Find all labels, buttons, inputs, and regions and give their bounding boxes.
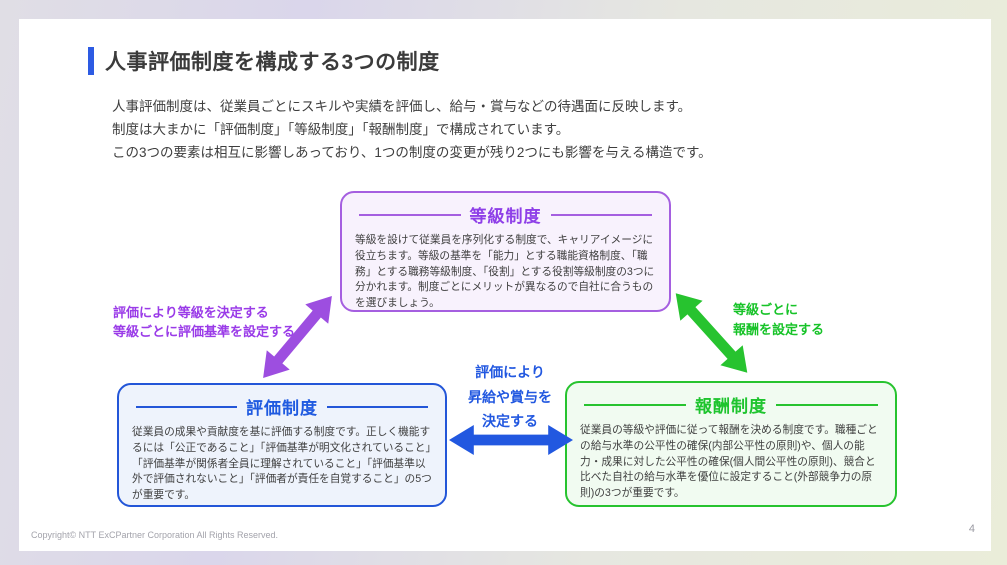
slide-canvas: 人事評価制度を構成する3つの制度 人事評価制度は、従業員ごとにスキルや実績を評価… xyxy=(19,19,991,551)
intro-line: 制度は大まかに「評価制度」「等級制度」「報酬制度」で構成されています。 xyxy=(112,122,570,137)
compensation-box-title: 報酬制度 xyxy=(695,397,767,416)
decorative-line xyxy=(584,403,686,406)
decorative-line xyxy=(136,405,237,408)
grade-box-header: 等級制度 xyxy=(355,202,656,227)
copyright-text: Copyright© NTT ExCPartner Corporation Al… xyxy=(31,530,279,540)
decorative-line xyxy=(359,213,461,216)
page-title-text: 人事評価制度を構成する3つの制度 xyxy=(105,51,440,74)
eval-grade-double-arrow-icon xyxy=(263,296,332,378)
eval-comp-relation-label: 評価により 昇給や賞与を 決定する xyxy=(445,360,575,434)
evaluation-box-header: 評価制度 xyxy=(132,394,432,419)
compensation-box-header: 報酬制度 xyxy=(580,392,882,417)
relation-label-line: 評価により等級を決定する xyxy=(113,305,269,320)
compensation-box-body: 従業員の等級や評価に従って報酬を決める制度です。職種ごとの給与水準の公平性の確保… xyxy=(580,424,878,500)
page-title: 人事評価制度を構成する3つの制度 xyxy=(88,46,440,76)
evaluation-box-body: 従業員の成果や貢献度を基に評価する制度です。正しく機能するには「公正であること」… xyxy=(132,426,432,502)
grade-box-title: 等級制度 xyxy=(469,207,542,226)
title-accent-bar xyxy=(88,47,94,75)
page-number: 4 xyxy=(968,523,975,535)
grade-comp-relation-label: 等級ごとに 報酬を設定する xyxy=(733,300,824,340)
eval-grade-relation-label: 評価により等級を決定する 等級ごとに評価基準を設定する xyxy=(113,304,295,341)
evaluation-box-title: 評価制度 xyxy=(246,399,318,418)
evaluation-system-box: 評価制度 従業員の成果や貢献度を基に評価する制度です。正しく機能するには「公正で… xyxy=(117,383,447,507)
intro-paragraph: 人事評価制度は、従業員ごとにスキルや実績を評価し、給与・賞与などの待遇面に反映し… xyxy=(112,95,712,164)
grade-comp-double-arrow-icon xyxy=(675,293,748,373)
relation-label-line: 報酬を設定する xyxy=(733,322,825,337)
grade-system-box: 等級制度 等級を設けて従業員を序列化する制度で、キャリアイメージに役立ちます。等… xyxy=(340,191,671,312)
relation-label-line: 昇給や賞与を xyxy=(468,388,552,405)
grade-box-body: 等級を設けて従業員を序列化する制度で、キャリアイメージに役立ちます。等級の基準を… xyxy=(355,234,655,310)
relation-label-line: 等級ごとに評価基準を設定する xyxy=(113,323,296,339)
decorative-line xyxy=(327,405,428,408)
relation-label-line: 等級ごとに xyxy=(733,302,799,317)
eval-comp-double-arrow-icon xyxy=(449,425,573,455)
decorative-line xyxy=(776,403,878,406)
intro-line: この3つの要素は相互に影響しあっており、1つの制度の変更が残り2つにも影響を与え… xyxy=(112,145,712,160)
intro-line: 人事評価制度は、従業員ごとにスキルや実績を評価し、給与・賞与などの待遇面に反映し… xyxy=(112,99,692,114)
compensation-system-box: 報酬制度 従業員の等級や評価に従って報酬を決める制度です。職種ごとの給与水準の公… xyxy=(565,381,897,507)
relation-label-line: 決定する xyxy=(482,413,538,429)
decorative-line xyxy=(550,213,652,216)
relation-label-line: 評価により xyxy=(475,364,545,380)
